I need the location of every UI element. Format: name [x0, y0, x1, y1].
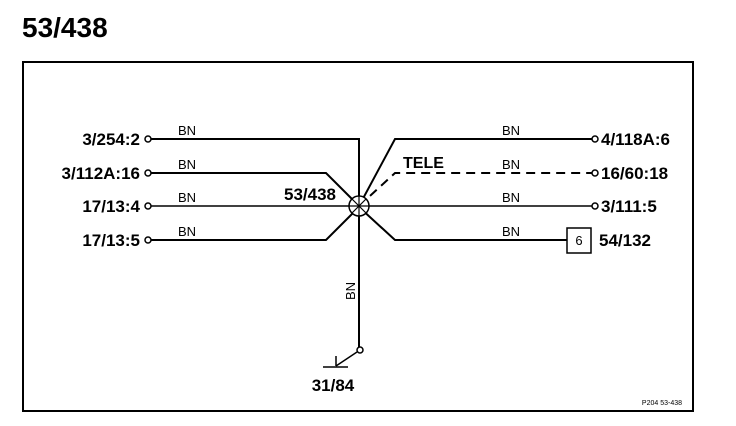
diagram-frame	[22, 61, 694, 412]
connector-terminal-icon	[144, 169, 152, 177]
right-wire-1	[358, 135, 599, 207]
wire-color-label: BN	[343, 282, 358, 300]
right-connector-label: 3/111:5	[601, 197, 657, 216]
left-wire-4	[144, 206, 360, 244]
right-wire-3	[359, 202, 599, 210]
wire-color-label: BN	[502, 190, 520, 205]
connector-box-number: 6	[575, 233, 582, 248]
splice-label: 53/438	[284, 185, 336, 204]
wire-color-label: BN	[502, 157, 520, 172]
wire-color-label: BN	[178, 190, 196, 205]
connector-terminal-icon	[356, 346, 364, 354]
wire-color-label: BN	[178, 123, 196, 138]
connector-terminal-icon	[591, 202, 599, 210]
connector-box-icon	[566, 227, 592, 254]
left-connector-label: 3/112A:16	[62, 164, 140, 183]
right-connector-label: 4/118A:6	[601, 130, 670, 149]
connector-terminal-icon	[144, 236, 152, 244]
left-wire-3	[144, 202, 359, 210]
connector-terminal-icon	[591, 169, 599, 177]
right-connector-label: 54/132	[599, 231, 651, 250]
left-connector-label: 17/13:4	[82, 197, 140, 216]
left-connector-label: 3/254:2	[82, 130, 140, 149]
connector-terminal-icon	[144, 202, 152, 210]
right-connector-label: 16/60:18	[601, 164, 668, 183]
wire-color-label: BN	[502, 123, 520, 138]
connector-terminal-icon	[591, 135, 599, 143]
connector-terminal-icon	[144, 135, 152, 143]
reference-code: P204 53-438	[642, 400, 682, 407]
page-title: 53/438	[22, 12, 108, 43]
left-wire-2	[144, 169, 360, 207]
wire-color-label: BN	[178, 224, 196, 239]
down-wire	[323, 206, 364, 368]
wire-color-label: BN	[178, 157, 196, 172]
tele-note: TELE	[403, 155, 444, 172]
wire-color-label: BN	[502, 224, 520, 239]
splice-icon	[348, 195, 370, 217]
right-wire-4	[358, 206, 592, 254]
left-wire-1	[144, 135, 360, 205]
right-wire-2-tele	[358, 169, 599, 207]
ground-label: 31/84	[312, 376, 355, 395]
left-connector-label: 17/13:5	[82, 231, 140, 250]
